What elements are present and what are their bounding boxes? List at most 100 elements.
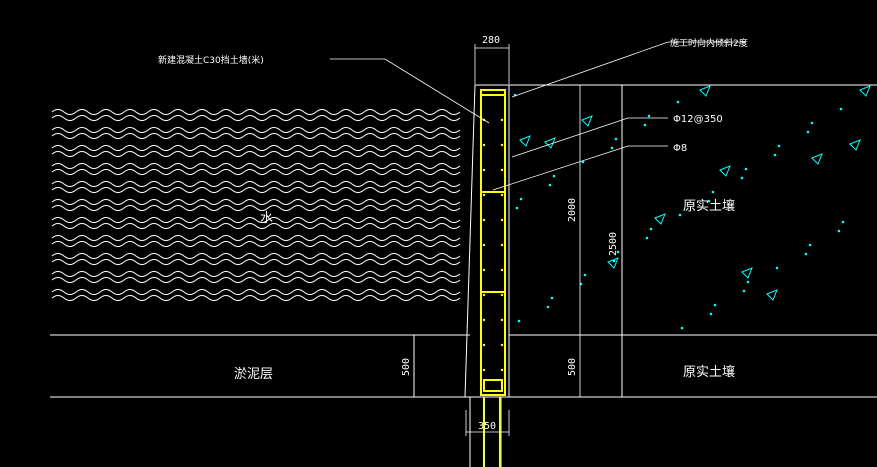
soil-hatch-dot <box>713 303 717 307</box>
soil-hatch-triangle <box>719 165 731 177</box>
wave-line <box>51 181 461 187</box>
rebar-dot <box>500 243 504 247</box>
soil-hatch-dot <box>775 266 779 270</box>
retaining-wall-outline <box>464 84 510 467</box>
wave-line <box>51 271 461 277</box>
wave-line <box>51 115 461 121</box>
soil-hatch-dot <box>548 183 552 187</box>
soil-hatch-dot <box>676 100 680 104</box>
soil-hatch <box>513 85 871 330</box>
soil-hatch-dot <box>583 273 587 277</box>
wave-line <box>51 169 461 175</box>
rebar-dot <box>482 343 486 347</box>
soil-hatch-dot <box>612 259 616 263</box>
wave-line <box>51 163 461 169</box>
rebar-dot <box>500 268 504 272</box>
rebar-dot <box>500 118 504 122</box>
soil-hatch-dot <box>645 236 649 240</box>
rebar-dot <box>500 168 504 172</box>
soil-hatch-dot <box>709 312 713 316</box>
construction-note-label: 施工时向内倾斜2度 <box>670 37 748 49</box>
soil-hatch-dot <box>777 144 781 148</box>
rebar-dot <box>500 193 504 197</box>
soil-hatch-dot <box>744 167 748 171</box>
soil-hatch-dot <box>519 197 523 201</box>
soil-hatch-dot <box>678 213 682 217</box>
soil-hatch-dot <box>616 250 620 254</box>
rebar-dot <box>482 168 486 172</box>
soil-hatch-dot <box>707 199 711 203</box>
soil-hatch-triangle <box>849 139 861 151</box>
dim-height-upper: 2000 <box>567 198 578 222</box>
water-label: 水 <box>260 211 273 226</box>
dim-top-width: 280 <box>482 35 500 46</box>
soil-hatch-dot <box>550 296 554 300</box>
soil-hatch-triangle <box>859 85 871 97</box>
wave-line <box>51 127 461 133</box>
wave-line <box>51 133 461 139</box>
dim-soil-depth-lower: 500 <box>567 358 578 376</box>
silt-layer-label: 淤泥层 <box>234 367 273 382</box>
soil-hatch-dot <box>546 305 550 309</box>
rebar-dot <box>482 243 486 247</box>
wave-line <box>51 199 461 205</box>
dimension-lines <box>465 44 584 436</box>
wave-line <box>51 277 461 283</box>
soil-hatch-dot <box>837 229 841 233</box>
soil-hatch-dot <box>552 174 556 178</box>
wave-line <box>51 109 461 115</box>
soil-hatch-dot <box>647 114 651 118</box>
wave-line <box>51 295 461 301</box>
rebar-dot <box>482 143 486 147</box>
rebar-dot <box>482 368 486 372</box>
wave-line <box>51 253 461 259</box>
wave-line <box>51 151 461 157</box>
soil-hatch-triangle <box>699 85 711 97</box>
soil-hatch-dot <box>773 153 777 157</box>
soil-hatch-dot <box>610 146 614 150</box>
rebar-dot <box>482 218 486 222</box>
rebar-main-label: Φ12@350 <box>673 114 723 125</box>
soil-hatch-triangle <box>581 115 593 127</box>
soil-hatch-dot <box>581 160 585 164</box>
rebar-dot <box>500 143 504 147</box>
soil-hatch-triangle <box>607 257 619 269</box>
rebar-dot <box>500 343 504 347</box>
dim-silt-depth: 500 <box>401 358 412 376</box>
wave-line <box>51 259 461 265</box>
rebar-dot <box>482 293 486 297</box>
rebar-dot <box>500 368 504 372</box>
soil-hatch-dot <box>804 252 808 256</box>
soil-hatch-triangle <box>741 267 753 279</box>
rebar-dot <box>500 293 504 297</box>
soil-hatch-dot <box>742 289 746 293</box>
soil-hatch-triangle <box>654 213 666 225</box>
rebar-dot <box>482 318 486 322</box>
soil-hatch-dot <box>841 220 845 224</box>
soil-hatch-triangle <box>811 153 823 165</box>
leader-lines <box>330 41 745 191</box>
wall-material-label: 新建混凝土C30挡土墙(米) <box>158 54 264 66</box>
original-soil-label-lower: 原实土壤 <box>683 364 735 380</box>
soil-hatch-dot <box>680 326 684 330</box>
wave-line <box>51 145 461 151</box>
soil-hatch-triangle <box>766 289 778 301</box>
wave-line <box>51 241 461 247</box>
dim-height-total: 2500 <box>608 232 619 256</box>
wave-line <box>51 289 461 295</box>
wave-line <box>51 205 461 211</box>
dim-base-width: 350 <box>478 421 496 432</box>
soil-hatch-dot <box>614 137 618 141</box>
wave-line <box>51 223 461 229</box>
soil-hatch-dot <box>517 319 521 323</box>
water-waves <box>51 109 461 301</box>
wave-line <box>51 217 461 223</box>
wave-line <box>51 235 461 241</box>
soil-hatch-dot <box>515 206 519 210</box>
soil-hatch-dot <box>711 190 715 194</box>
rebar-stirrup-label: Φ8 <box>673 143 687 154</box>
soil-hatch-dot <box>810 121 814 125</box>
soil-hatch-dot <box>740 176 744 180</box>
soil-hatch-dot <box>808 243 812 247</box>
